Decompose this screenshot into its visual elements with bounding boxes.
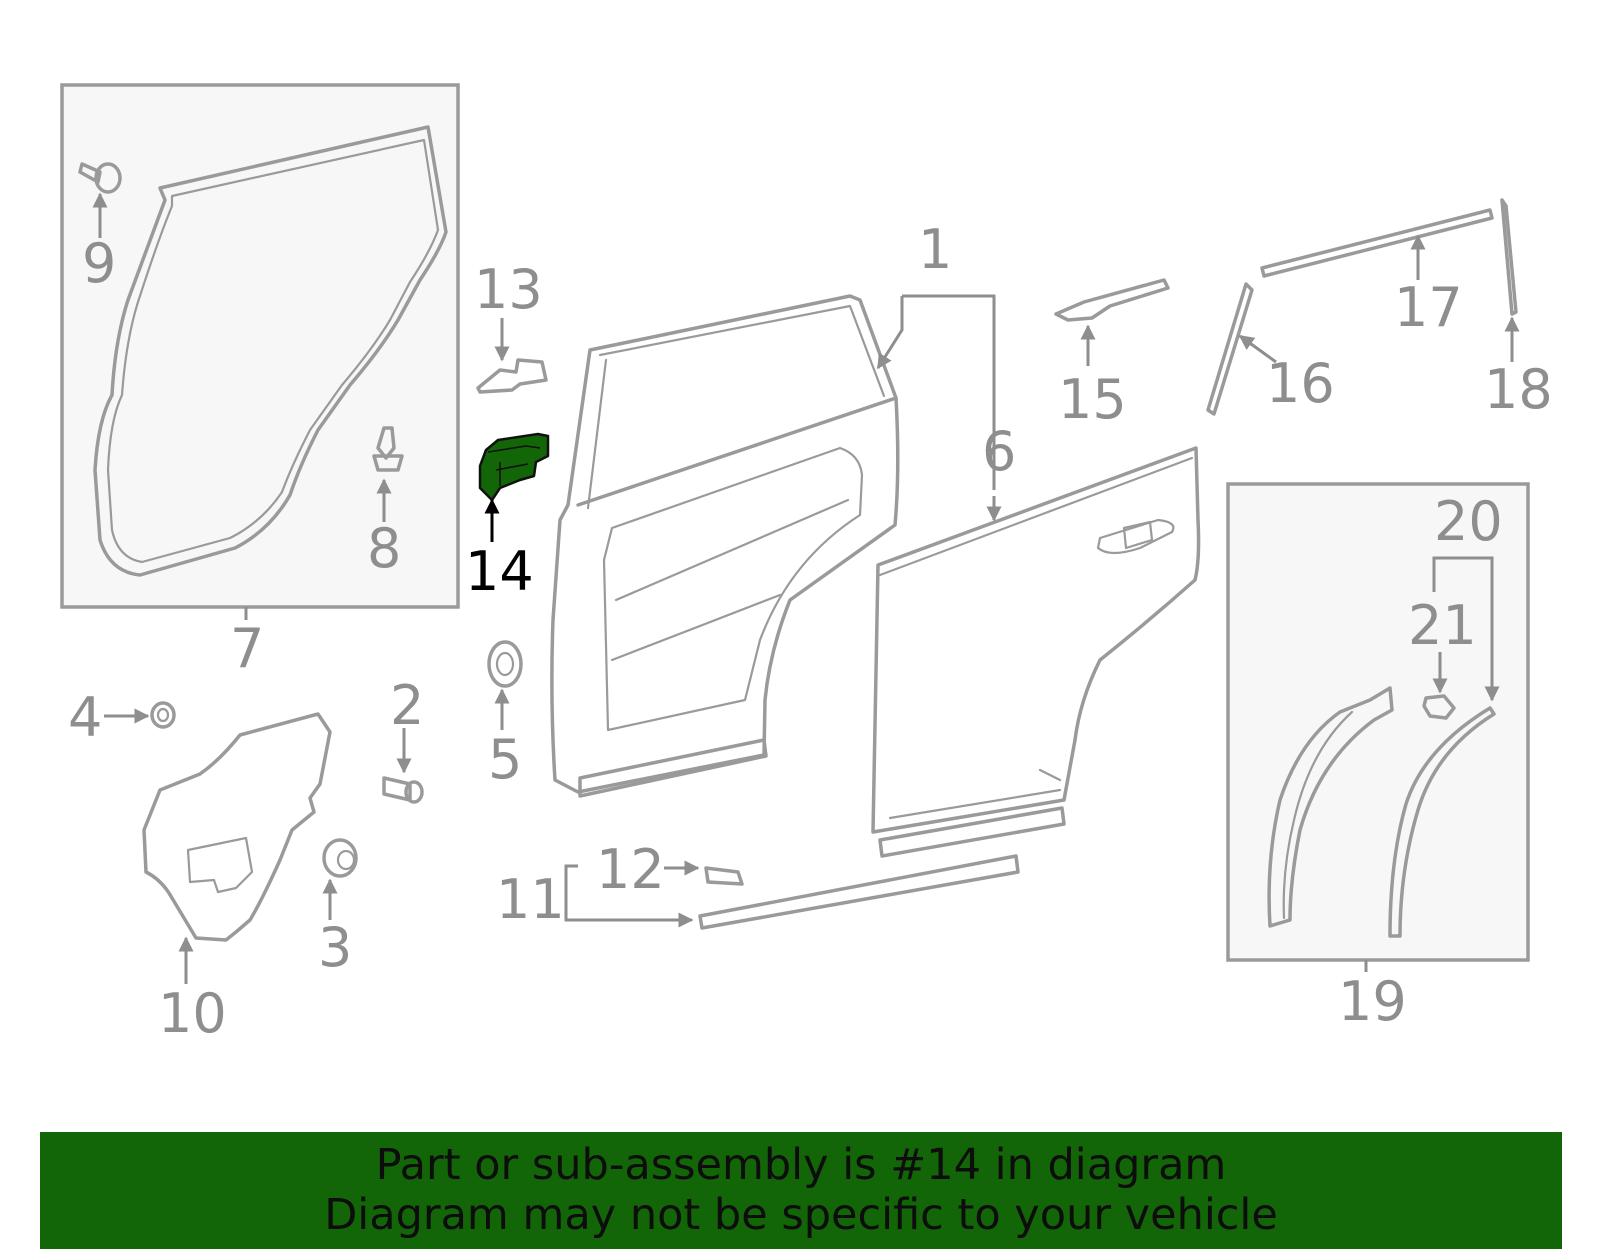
parts-diagram: 9 8 7 13 14 5 1 6 [60, 83, 1553, 1045]
banner-line-disclaimer: Diagram may not be specific to your vehi… [324, 1190, 1278, 1240]
part-9-clip[interactable] [78, 162, 122, 194]
part-8-clip[interactable] [372, 426, 404, 472]
info-banner: Part or sub-assembly is #14 in diagram D… [40, 1132, 1562, 1249]
label-13: 13 [474, 258, 543, 321]
label-7: 7 [230, 617, 264, 680]
label-10: 10 [158, 982, 227, 1045]
label-11: 11 [496, 868, 565, 931]
label-1: 1 [918, 218, 952, 281]
part-2-bolt[interactable] [382, 776, 424, 804]
part-14-highlighted-component[interactable] [478, 432, 550, 502]
part-20-arch-moulding[interactable] [1388, 706, 1496, 938]
group-box-19 [1226, 482, 1530, 962]
label-4: 4 [68, 686, 102, 749]
banner-line-part: Part or sub-assembly is #14 in diagram [375, 1140, 1227, 1190]
label-2: 2 [390, 674, 424, 737]
label-21: 21 [1408, 594, 1477, 657]
weatherstrip-group-box: 9 8 7 [60, 83, 460, 680]
label-9: 9 [82, 232, 116, 295]
label-20: 20 [1434, 490, 1503, 553]
part-5-grommet[interactable] [487, 640, 523, 688]
label-3: 3 [318, 916, 352, 979]
part-17-moulding[interactable] [1260, 208, 1494, 278]
part-21-clip[interactable] [1422, 694, 1456, 720]
part-7-weatherstrip[interactable] [93, 125, 448, 577]
wheel-arch-moulding-group-box: 20 21 19 [1226, 482, 1530, 1033]
part-13-bracket[interactable] [476, 358, 548, 394]
label-5: 5 [488, 728, 522, 791]
part-6-outer-panel[interactable] [871, 446, 1201, 858]
label-17: 17 [1394, 276, 1463, 339]
label-18: 18 [1484, 358, 1553, 421]
part-3-grommet[interactable] [322, 838, 358, 878]
part-11-rocker-moulding[interactable] [698, 854, 1020, 930]
part-1-door-shell[interactable] [550, 294, 900, 798]
label-12: 12 [596, 838, 665, 901]
label-16: 16 [1266, 352, 1335, 415]
label-14: 14 [465, 540, 534, 603]
part-16-moulding[interactable] [1206, 282, 1254, 416]
part-12-clip[interactable] [704, 866, 744, 886]
part-4-nut[interactable] [150, 701, 176, 729]
part-10-service-cover[interactable] [142, 712, 332, 942]
label-19: 19 [1338, 970, 1407, 1033]
label-15: 15 [1058, 368, 1127, 431]
label-8: 8 [367, 517, 401, 580]
part-19-arch-moulding[interactable] [1267, 686, 1394, 928]
part-18-moulding[interactable] [1500, 198, 1518, 316]
label-6: 6 [982, 420, 1016, 483]
part-15-bracket[interactable] [1054, 278, 1170, 322]
